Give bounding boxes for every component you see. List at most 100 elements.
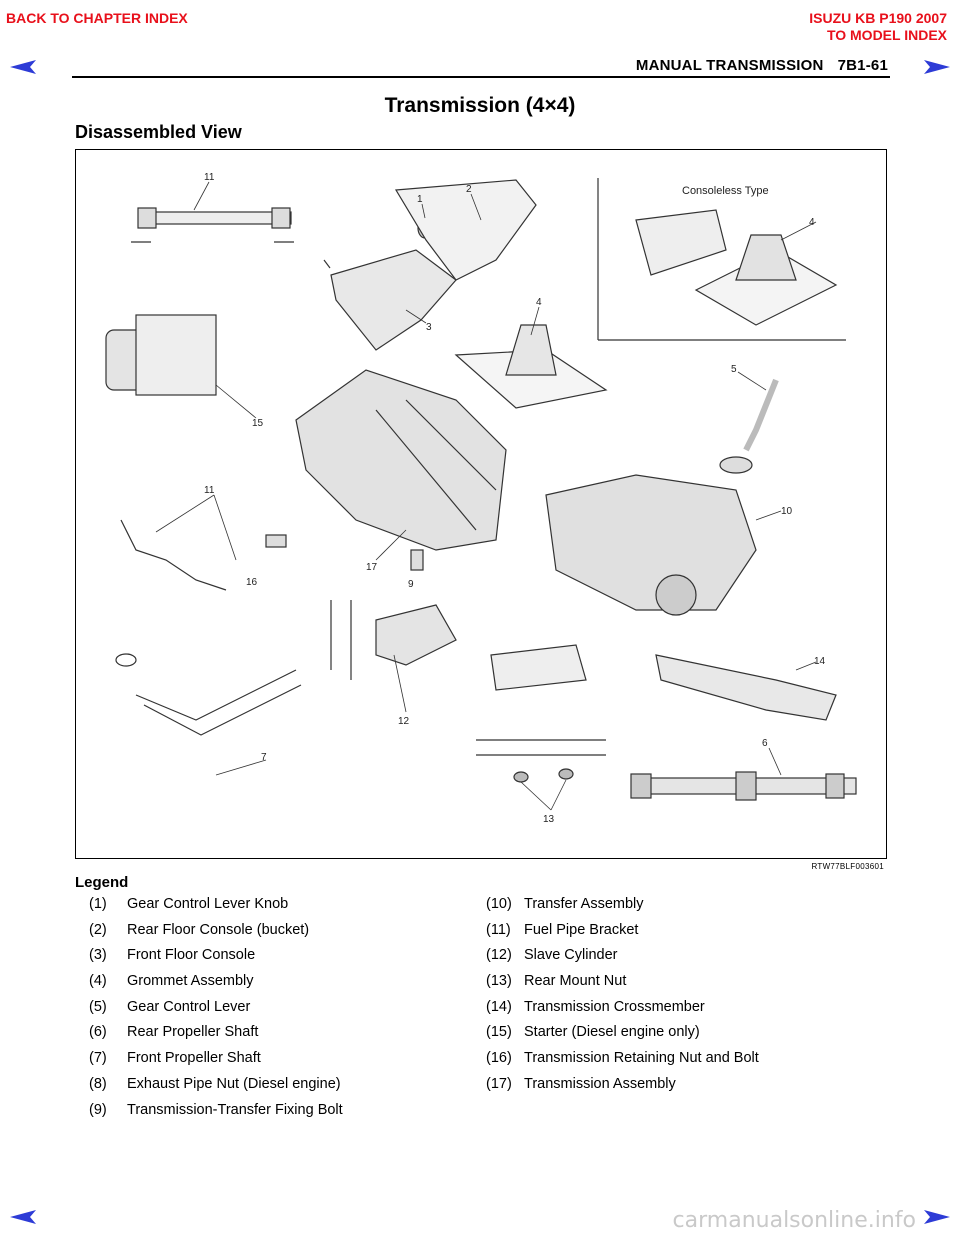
legend-num: (16) bbox=[486, 1050, 512, 1067]
watermark: carmanualsonline.info bbox=[672, 1208, 916, 1233]
consoleless-inset bbox=[597, 178, 846, 341]
legend-num: (11) bbox=[486, 921, 511, 938]
legend-num: (2) bbox=[89, 921, 107, 938]
callout-8: 7 bbox=[261, 752, 267, 763]
model-name-link[interactable]: ISUZU KB P190 2007 bbox=[809, 10, 947, 26]
legend-text: Rear Propeller Shaft bbox=[127, 1024, 259, 1041]
callout-7: 11 bbox=[204, 172, 215, 183]
section-subtitle: Disassembled View bbox=[75, 122, 242, 142]
legend-item: (8) Exhaust Pipe Nut (Diesel engine) bbox=[89, 1076, 343, 1102]
callout-2: 2 bbox=[466, 184, 472, 195]
legend-item: (14) Transmission Crossmember bbox=[486, 999, 759, 1025]
retaining-bolt bbox=[265, 534, 287, 548]
legend-text: Gear Control Lever Knob bbox=[127, 896, 289, 912]
callout-10: 10 bbox=[781, 506, 793, 517]
callout-5: 5 bbox=[731, 364, 737, 375]
legend-num: (4) bbox=[89, 973, 107, 990]
right-arrow-icon[interactable] bbox=[922, 58, 952, 76]
transmission-crossmember bbox=[655, 654, 837, 721]
callout-3: 3 bbox=[426, 322, 432, 333]
left-arrow-icon[interactable] bbox=[8, 1208, 38, 1226]
legend-item: (12) Slave Cylinder bbox=[486, 947, 759, 973]
fuel-pipe-bracket bbox=[120, 519, 227, 591]
legend-text: Grommet Assembly bbox=[127, 973, 254, 990]
legend-text: Front Floor Console bbox=[127, 947, 256, 964]
left-arrow-icon[interactable] bbox=[8, 58, 38, 76]
legend-text: Transfer Assembly bbox=[524, 896, 644, 912]
legend-item: (11) Fuel Pipe Bracket bbox=[486, 922, 759, 948]
disassembled-view-figure: 11 1 2 3 4 Consoleless Type 4 5 15 10 11… bbox=[75, 149, 887, 859]
legend-item: (4) Grommet Assembly bbox=[89, 973, 343, 999]
legend-item: (3) Front Floor Console bbox=[89, 947, 343, 973]
fixing-bolt bbox=[410, 549, 424, 571]
legend-num: (6) bbox=[89, 1024, 107, 1041]
page-header: MANUAL TRANSMISSION 7B1-61 bbox=[622, 57, 888, 74]
to-model-index-link[interactable]: TO MODEL INDEX bbox=[826, 27, 947, 43]
exhaust-pipe bbox=[115, 653, 302, 736]
front-propeller-shaft bbox=[131, 207, 294, 243]
callout-17: 17 bbox=[366, 562, 378, 573]
legend-item: (10) Transfer Assembly bbox=[486, 896, 759, 922]
callout-13: 13 bbox=[543, 814, 555, 825]
legend-num: (10) bbox=[486, 896, 512, 912]
floor-consoles bbox=[323, 179, 537, 351]
transfer-assembly bbox=[545, 474, 757, 616]
legend-item: (7) Front Propeller Shaft bbox=[89, 1050, 343, 1076]
legend-text: Transmission Assembly bbox=[524, 1075, 676, 1092]
legend-item: (2) Rear Floor Console (bucket) bbox=[89, 922, 343, 948]
legend-text: Exhaust Pipe Nut (Diesel engine) bbox=[127, 1075, 341, 1092]
callout-9: 9 bbox=[408, 579, 414, 590]
inset-title: Consoleless Type bbox=[682, 185, 769, 197]
legend-num: (8) bbox=[89, 1075, 107, 1092]
page-number: 7B1-61 bbox=[837, 57, 888, 74]
header-divider bbox=[72, 76, 890, 78]
legend-text: Rear Mount Nut bbox=[524, 973, 627, 990]
legend-item: (6) Rear Propeller Shaft bbox=[89, 1024, 343, 1050]
exploded-diagram: 11 1 2 3 4 Consoleless Type 4 5 15 10 11… bbox=[105, 172, 857, 825]
legend-num: (13) bbox=[486, 973, 512, 990]
legend-item: (13) Rear Mount Nut bbox=[486, 973, 759, 999]
callout-12: 12 bbox=[398, 716, 410, 727]
legend-item: (15)Starter (Diesel engine only) bbox=[486, 1024, 759, 1050]
legend-text: Fuel Pipe Bracket bbox=[524, 921, 639, 938]
legend-item: (5) Gear Control Lever bbox=[89, 999, 343, 1025]
legend-num: (3) bbox=[89, 947, 107, 964]
legend-num: (17) bbox=[486, 1075, 512, 1092]
back-to-chapter-index-link[interactable]: BACK TO CHAPTER INDEX bbox=[6, 10, 188, 26]
section-title: MANUAL TRANSMISSION bbox=[635, 57, 824, 74]
page-title: Transmission (4×4) bbox=[384, 94, 576, 117]
gear-control-lever bbox=[719, 378, 779, 474]
legend-text: Slave Cylinder bbox=[524, 947, 618, 964]
legend-num: (7) bbox=[89, 1050, 107, 1067]
grommet-assembly bbox=[454, 324, 608, 409]
callout-15: 15 bbox=[252, 418, 264, 429]
rear-mount bbox=[476, 644, 606, 783]
legend-num: (14) bbox=[486, 998, 512, 1015]
slave-cylinder bbox=[330, 600, 457, 680]
callout-4: 4 bbox=[536, 297, 542, 308]
legend-num: (12) bbox=[486, 947, 512, 964]
legend-num: (15) bbox=[486, 1024, 512, 1041]
legend-num: (1) bbox=[89, 896, 107, 912]
right-arrow-icon[interactable] bbox=[922, 1208, 952, 1226]
callout-4-inset: 4 bbox=[809, 217, 815, 228]
legend-num: (5) bbox=[89, 998, 107, 1015]
legend-text: Front Propeller Shaft bbox=[127, 1050, 261, 1067]
callout-6: 6 bbox=[762, 738, 768, 749]
callout-1: 1 bbox=[417, 194, 423, 205]
callout-16: 16 bbox=[246, 577, 258, 588]
legend-text: Transmission Crossmember bbox=[524, 998, 705, 1015]
legend-text: Transmission Retaining Nut and Bolt bbox=[524, 1050, 759, 1067]
legend-item: (16) Transmission Retaining Nut and Bolt bbox=[486, 1050, 759, 1076]
callout-11: 11 bbox=[204, 485, 215, 496]
legend-item: (1) Gear Control Lever Knob bbox=[89, 896, 343, 922]
legend-left-column: (1) Gear Control Lever Knob (2) Rear Floor… bbox=[89, 896, 343, 1127]
legend-text: Transmission-Transfer Fixing Bolt bbox=[127, 1101, 343, 1118]
legend-item: (17) Transmission Assembly bbox=[486, 1076, 759, 1102]
figure-caption: RTW77BLF003601 bbox=[811, 862, 884, 871]
legend-text: Gear Control Lever bbox=[127, 998, 251, 1015]
rear-propeller-shaft bbox=[630, 771, 857, 801]
legend-text: Rear Floor Console (bucket) bbox=[127, 921, 310, 938]
legend-heading: Legend bbox=[75, 874, 129, 891]
legend-num: (9) bbox=[89, 1101, 107, 1118]
